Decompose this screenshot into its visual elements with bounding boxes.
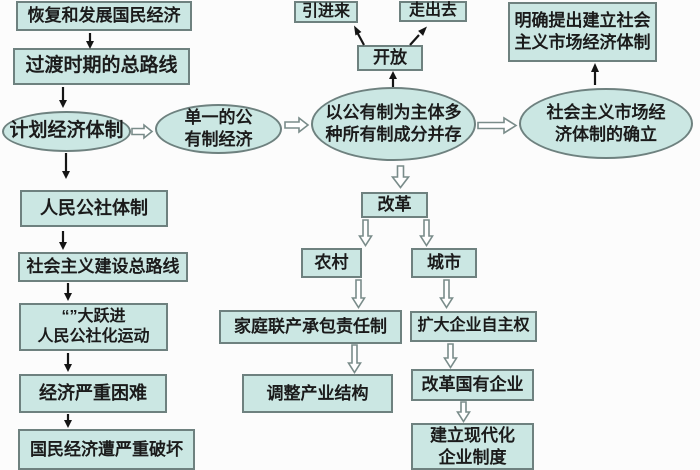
node-reform-state-enterprises: 改革国有企业 [411, 369, 534, 401]
node-bring-in: 引进来 [294, 1, 358, 23]
node-label: 社会主义市场经 济体制的确立 [546, 102, 666, 144]
node-label: 社会主义建设总路线 [26, 257, 180, 277]
node-label: 明确提出建立社会 主义市场经济体制 [514, 11, 651, 52]
node-label: 经济严重困难 [39, 382, 147, 403]
block-arrow-right-icon [284, 116, 310, 134]
arrow-up-left-icon [354, 25, 365, 46]
node-socialist-construction-line: 社会主义建设总路线 [18, 252, 188, 282]
node-label: 开放 [373, 48, 407, 68]
node-label: 调整产业结构 [266, 383, 369, 403]
node-label: 扩大企业自主权 [417, 317, 530, 335]
node-modern-enterprise-system: 建立现代化 企业制度 [411, 423, 534, 470]
arrow-down-icon [86, 33, 94, 49]
node-national-economy-damaged: 国民经济遭严重破坏 [18, 429, 195, 470]
node-label: 家庭联产承包责任制 [234, 317, 387, 337]
node-label: 农村 [314, 253, 349, 273]
block-arrow-right-icon [477, 116, 518, 135]
node-label: 城市 [427, 253, 461, 273]
node-peoples-commune-system: 人民公社体制 [20, 190, 168, 227]
block-arrow-down-icon [347, 344, 362, 374]
node-expand-enterprise-autonomy: 扩大企业自主权 [410, 311, 537, 342]
arrow-down-icon [64, 283, 72, 301]
arrow-up-right-icon [409, 26, 427, 46]
node-label: 计划经济体制 [9, 120, 124, 142]
node-label: 恢复和发展国民经济 [27, 6, 181, 26]
ellipse-single-public-ownership: 单一的公 有制经济 [155, 104, 282, 154]
arrow-down-icon [62, 153, 70, 179]
node-label: 人民公社体制 [40, 197, 148, 218]
block-arrow-down-icon [439, 279, 454, 309]
node-label: 以公有制为主体多 种所有制成分并存 [325, 103, 462, 144]
ellipse-public-main-multi-ownership: 以公有制为主体多 种所有制成分并存 [311, 87, 476, 161]
arrow-down-icon [64, 353, 72, 372]
node-propose-market-system: 明确提出建立社会 主义市场经济体制 [508, 2, 657, 62]
arrow-up-icon [591, 63, 599, 85]
block-arrow-down-icon [456, 401, 471, 423]
node-reform: 改革 [361, 192, 428, 218]
block-arrow-down-icon [390, 165, 411, 189]
node-label: 改革 [377, 195, 412, 215]
node-label: 国民经济遭严重破坏 [30, 439, 183, 459]
node-urban: 城市 [411, 248, 477, 278]
node-severe-economic-difficulty: 经济严重困难 [19, 374, 167, 413]
ellipse-planned-economy: 计划经济体制 [2, 111, 131, 152]
arrow-up-icon [389, 71, 397, 87]
block-arrow-down-icon [419, 219, 434, 247]
arrow-down-icon [59, 87, 67, 108]
node-label: “”大跃进 人民公社化运动 [37, 307, 150, 345]
node-household-responsibility: 家庭联产承包责任制 [219, 310, 402, 344]
block-arrow-down-icon [443, 343, 458, 369]
node-label: 改革国有企业 [421, 375, 524, 395]
node-label: 过渡时期的总路线 [25, 55, 178, 77]
node-recover-economy: 恢复和发展国民经济 [16, 1, 192, 31]
arrow-down-icon [59, 231, 67, 250]
node-adjust-industrial-structure: 调整产业结构 [242, 374, 393, 413]
node-rural: 农村 [301, 248, 362, 278]
arrow-down-icon [64, 414, 72, 428]
node-label: 单一的公 有制经济 [184, 108, 253, 149]
node-great-leap-commune: “”大跃进 人民公社化运动 [19, 303, 168, 351]
node-go-out: 走出去 [399, 1, 467, 22]
node-opening-up: 开放 [357, 45, 423, 71]
ellipse-market-system-established: 社会主义市场经 济体制的确立 [519, 88, 693, 159]
node-label: 引进来 [301, 2, 350, 20]
node-label: 建立现代化 企业制度 [430, 425, 515, 467]
node-label: 走出去 [408, 2, 457, 20]
block-arrow-right-icon [131, 123, 154, 140]
block-arrow-down-icon [351, 279, 366, 309]
block-arrow-down-icon [358, 219, 373, 247]
node-transition-general-line: 过渡时期的总路线 [13, 48, 190, 85]
